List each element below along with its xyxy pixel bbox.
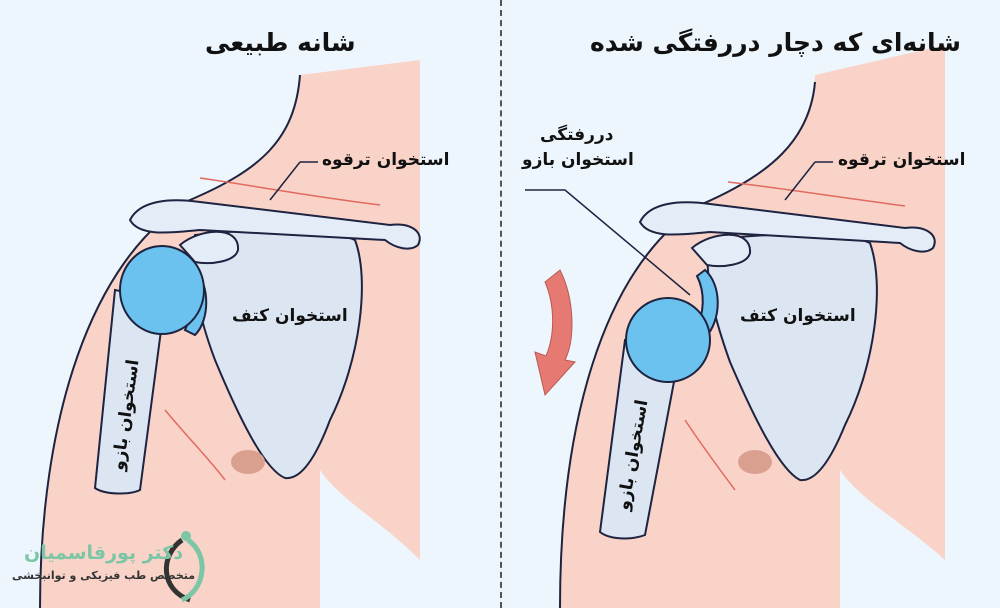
left-title: شانه طبیعی [205, 28, 356, 57]
logo-mark-icon [164, 531, 205, 603]
right-title: شانه‌ای که دچار دررفتگی شده [590, 28, 961, 57]
down-arrow-icon [534, 269, 576, 397]
right-scapula-label: استخوان کتف [740, 306, 856, 326]
left-humerus-shaft [93, 288, 167, 495]
logo-subtitle: متخصص طب فیزیکی و توانبخشی [12, 569, 196, 582]
left-shoulder-normal [39, 60, 421, 608]
dislocation-pointer-line [525, 189, 691, 296]
right-shoulder-dislocated [525, 45, 945, 608]
dislocation-label-line1: دررفتگی [540, 125, 614, 145]
right-humerus-shaft [598, 338, 682, 540]
dislocation-label-line2: استخوان بازو [522, 150, 634, 170]
logo-name: دکتر پورقاسمیان [24, 542, 184, 564]
right-clavicle-label: استخوان ترقوه [838, 150, 966, 170]
left-scapula-label: استخوان کتف [232, 306, 348, 326]
left-clavicle-label: استخوان ترقوه [322, 150, 450, 170]
right-humeral-head [625, 297, 711, 383]
left-humeral-head [119, 245, 205, 335]
left-acromion [178, 230, 240, 265]
right-clavicle [638, 201, 936, 253]
left-clavicle [128, 199, 421, 250]
right-nipple [738, 450, 772, 474]
panel-divider [500, 0, 502, 608]
right-acromion [690, 233, 752, 268]
left-nipple [231, 450, 265, 474]
